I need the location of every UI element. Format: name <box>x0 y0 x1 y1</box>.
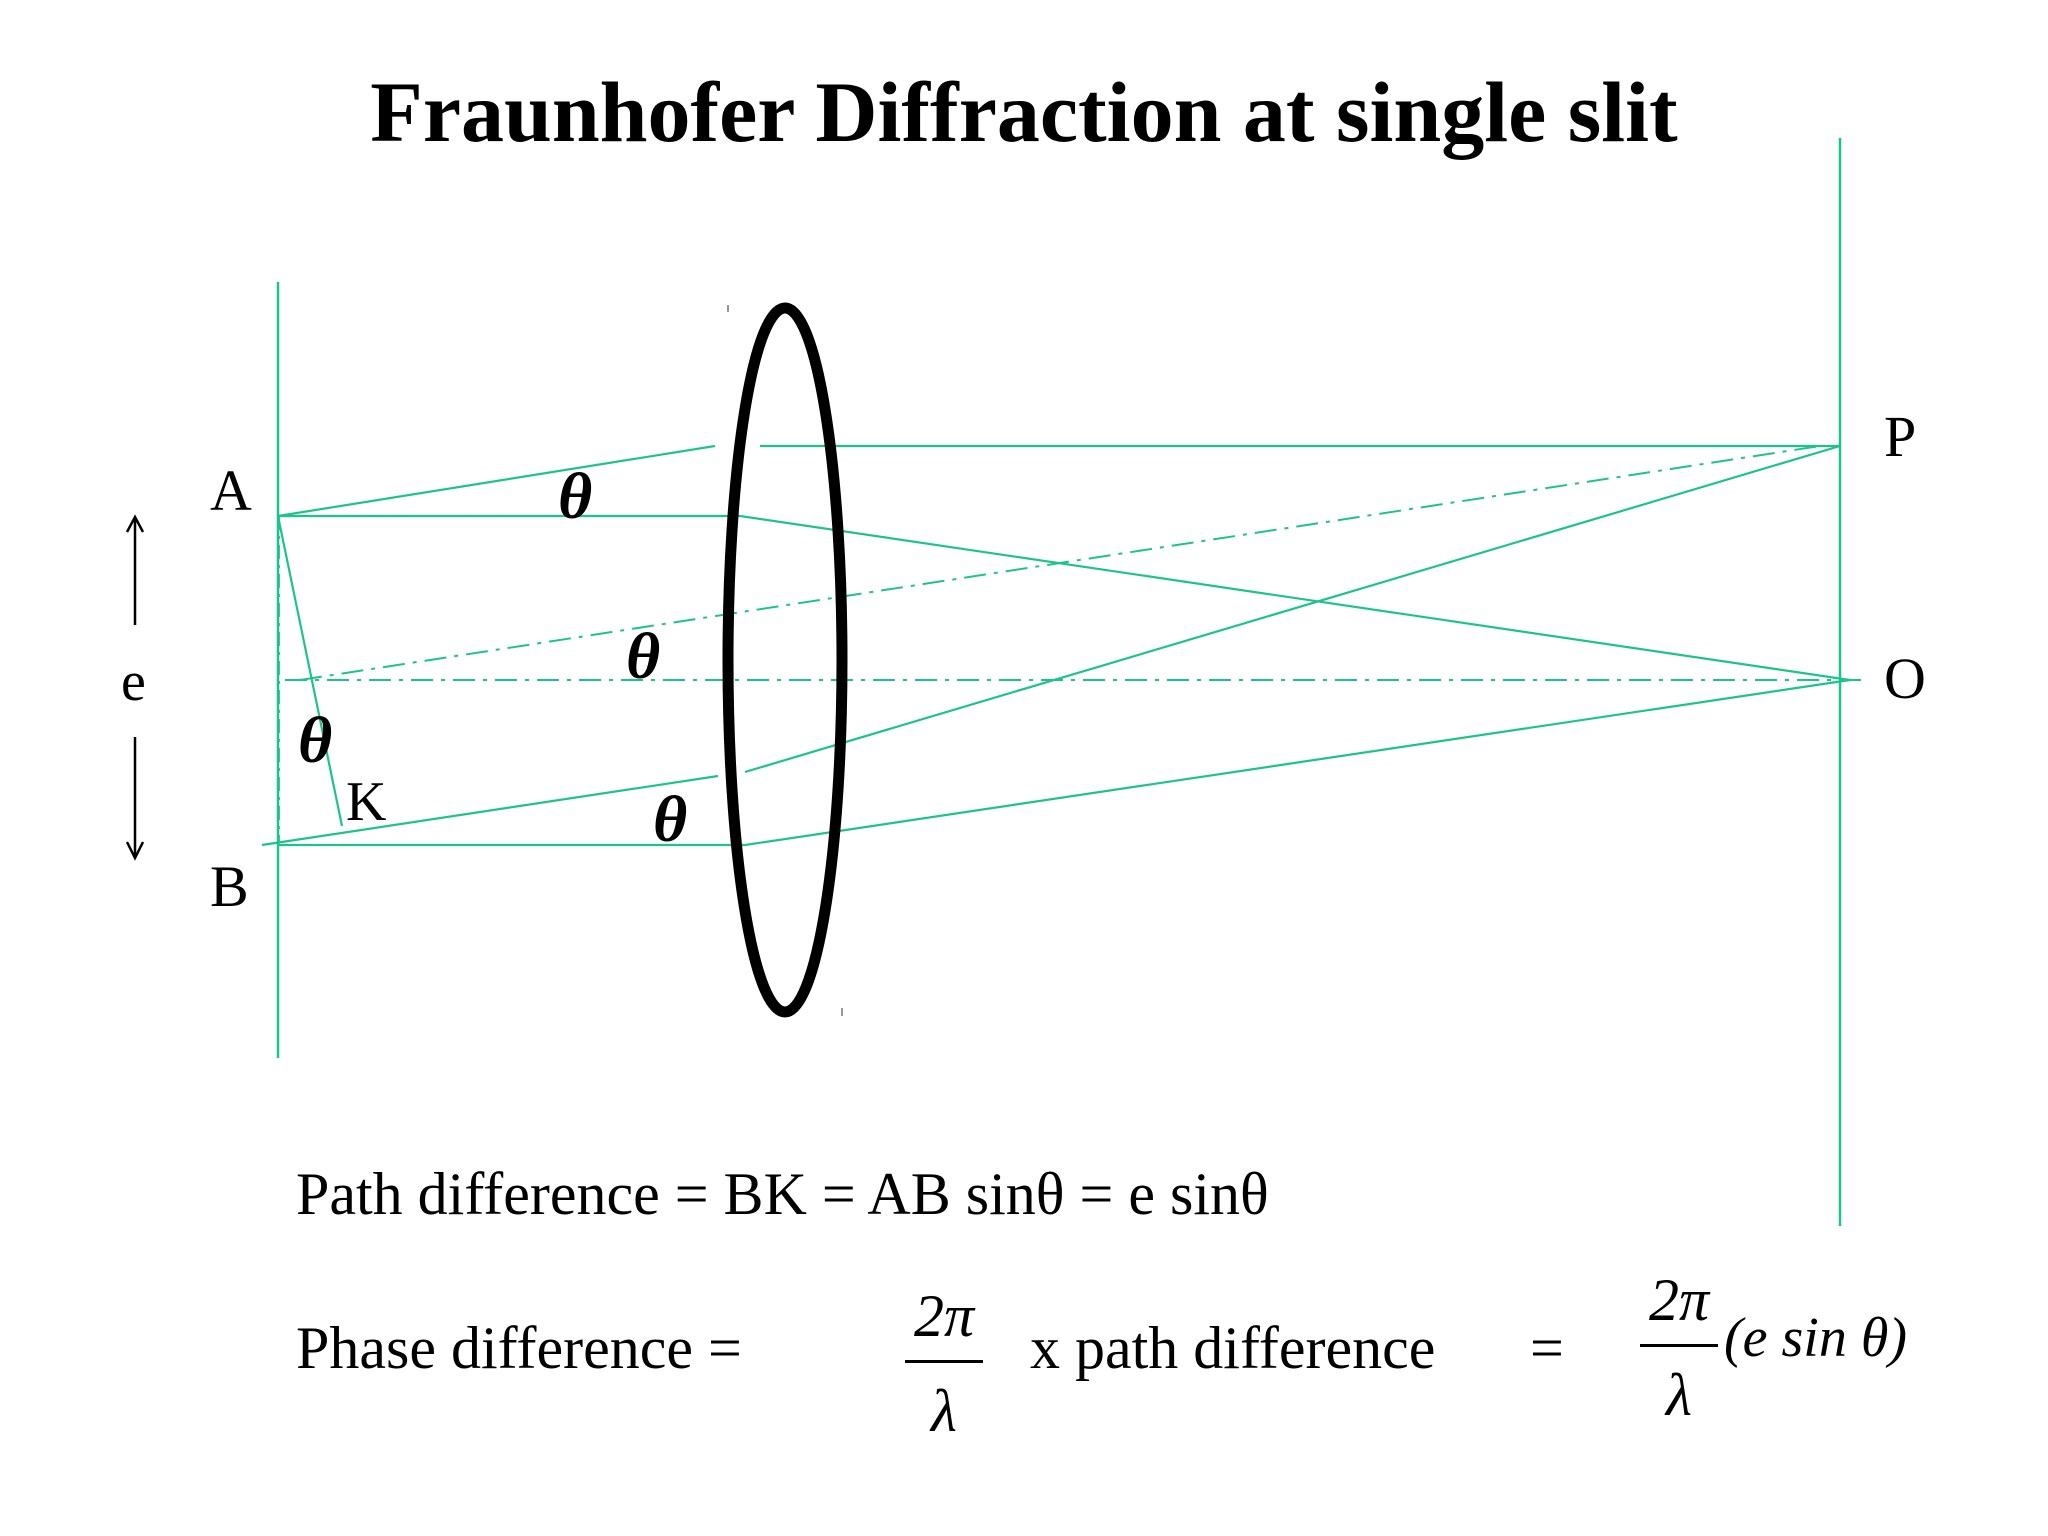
label-e: e <box>121 651 146 713</box>
fraction-denominator: λ <box>931 1378 957 1444</box>
result-fraction-numerator: 2π <box>1648 1267 1710 1333</box>
ray-b-to-p <box>744 444 1841 774</box>
ray-b-oblique <box>261 774 719 847</box>
ray-a-to-o <box>739 514 1851 682</box>
theta-mark-1: θ <box>558 460 592 533</box>
theta-mark-4: θ <box>653 783 687 856</box>
e-arrow-down-head <box>125 841 145 861</box>
ray-a-oblique <box>277 444 716 518</box>
label-p: P <box>1884 404 1916 469</box>
fraction-two-pi-over-lambda: 2π λ <box>905 1286 983 1441</box>
e-arrow-up-head <box>125 514 145 533</box>
label-b: B <box>210 854 249 919</box>
theta-mark-2: θ <box>626 620 660 693</box>
fraction-two-pi-over-lambda-result: 2π λ <box>1640 1270 1718 1425</box>
page-title: Fraunhofer Diffraction at single slit <box>370 64 1678 160</box>
result-fraction-denominator: λ <box>1666 1362 1692 1428</box>
label-a: A <box>210 458 252 523</box>
result-expression: (e sin θ) <box>1724 1307 1908 1369</box>
label-o: O <box>1884 646 1926 711</box>
phase-difference-label: Phase difference = <box>296 1315 742 1381</box>
path-difference-equation: Path difference = BK = AB sinθ = e sinθ <box>296 1161 1269 1227</box>
fraction-bar <box>905 1360 983 1363</box>
result-fraction-bar <box>1640 1344 1718 1347</box>
convex-lens <box>722 302 848 1018</box>
fraction-numerator: 2π <box>913 1283 975 1349</box>
theta-mark-3: θ <box>298 704 332 777</box>
label-k: K <box>346 771 386 833</box>
perpendicular-ak <box>276 515 344 827</box>
ray-b-to-o <box>744 678 1851 847</box>
times-path-difference: x path difference <box>1030 1315 1436 1381</box>
equals-sign: = <box>1530 1315 1564 1381</box>
